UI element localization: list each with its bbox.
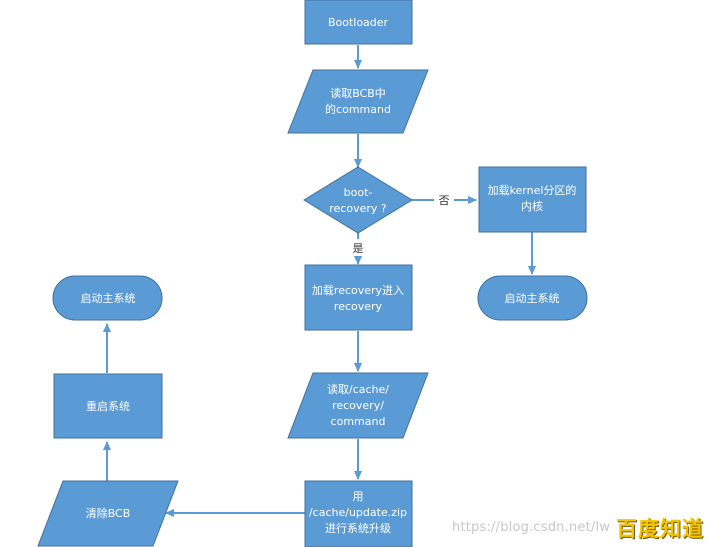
node-read-bcb-command[interactable]: 读取BCB中 的command	[287, 69, 429, 134]
node-load-recovery[interactable]: 加载recovery进入 recovery	[304, 264, 413, 331]
node-load-kernel[interactable]: 加载kernel分区的 内核	[478, 166, 587, 233]
edge-label-yes: 是	[353, 242, 364, 255]
watermark-url: https://blog.csdn.net/lw	[452, 520, 611, 535]
node-load-kernel-line-2: 内核	[521, 199, 543, 213]
node-bootloader[interactable]: Bootloader	[304, 0, 413, 45]
node-update-zip-line-2: /cache/update.zip	[309, 506, 407, 519]
node-load-recovery-line-1: 加载recovery进入	[312, 284, 404, 297]
node-read-cache-command-line-2: recovery/	[332, 399, 384, 412]
node-read-cache-command[interactable]: 读取/cache/ recovery/ command	[287, 372, 429, 439]
node-start-main-right[interactable]: 启动主系统	[477, 275, 588, 321]
node-boot-recovery-decision[interactable]: boot- recovery ?	[303, 166, 413, 234]
node-start-main-right-label: 启动主系统	[505, 292, 560, 305]
node-read-bcb-command-line-2: 的command	[325, 102, 391, 116]
edge-label-no: 否	[439, 194, 450, 207]
node-clear-bcb-label: 清除BCB	[86, 506, 131, 520]
node-read-cache-command-line-3: command	[331, 415, 386, 428]
node-boot-recovery-line-1: boot-	[344, 186, 373, 199]
node-start-main-left-label: 启动主系统	[81, 292, 136, 305]
node-reboot[interactable]: 重启系统	[53, 373, 163, 439]
node-clear-bcb[interactable]: 清除BCB	[37, 480, 179, 547]
watermark-logo: 百度知道	[616, 517, 704, 541]
nodes-group: Bootloader 读取BCB中 的command boot- recover…	[37, 0, 588, 547]
node-update-zip-line-3: 进行系统升级	[325, 522, 391, 535]
node-bootloader-label: Bootloader	[328, 16, 389, 29]
node-update-zip-line-1: 用	[353, 490, 364, 503]
node-start-main-left[interactable]: 启动主系统	[52, 275, 163, 321]
node-boot-recovery-line-2: recovery ?	[329, 202, 387, 215]
node-load-kernel-line-1: 加载kernel分区的	[488, 183, 577, 197]
node-load-recovery-line-2: recovery	[334, 300, 383, 313]
edge-label-no-background	[434, 191, 454, 208]
node-update-zip[interactable]: 用 /cache/update.zip 进行系统升级	[304, 480, 413, 547]
node-reboot-label: 重启系统	[86, 399, 130, 413]
node-read-cache-command-line-1: 读取/cache/	[327, 382, 389, 396]
node-read-bcb-command-line-1: 读取BCB中	[330, 86, 386, 100]
edge-label-yes-background	[348, 239, 368, 256]
